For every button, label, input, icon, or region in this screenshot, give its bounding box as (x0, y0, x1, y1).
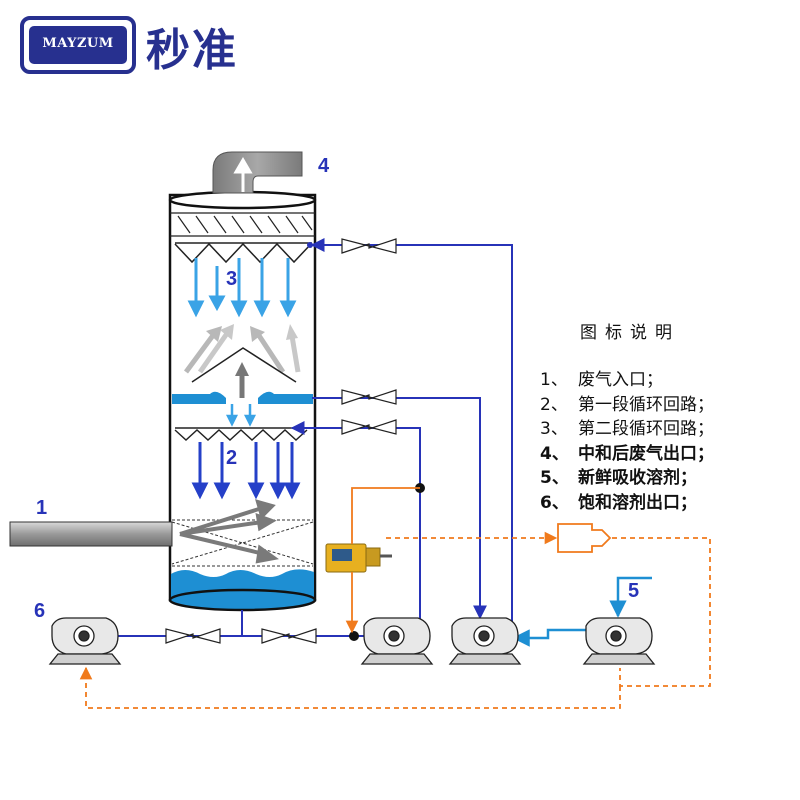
label-outlet: 4 (318, 155, 330, 177)
label-saturated: 6 (34, 600, 45, 622)
junction-pump-2 (349, 631, 359, 641)
brand-logo-text: MAYZUM (42, 36, 114, 51)
legend-item: 5、新鲜吸收溶剂； (540, 468, 697, 488)
liquid-down-upper (187, 258, 297, 318)
junction-upper (307, 242, 313, 248)
liquid-down-tray (225, 404, 257, 427)
valve-top (341, 238, 397, 254)
pump-5 (582, 617, 656, 665)
valve-lower-spray (341, 419, 397, 435)
fresh-solvent-line (512, 576, 652, 647)
spray-nozzles-upper (174, 242, 312, 264)
label-loop2: 3 (226, 268, 237, 290)
legend-item: 6、饱和溶剂出口； (540, 492, 697, 513)
ph-controller (325, 543, 392, 573)
legend-title: 图标说明 (580, 323, 680, 343)
brand-name: 秒准 (146, 25, 238, 76)
legend-item: 1、废气入口； (540, 370, 663, 390)
demister-top (170, 212, 315, 237)
tower-top-cap (168, 190, 317, 210)
outlet-arrow (233, 157, 253, 192)
legend-list: 1、废气入口； 2、第一段循环回路； 3、第二段循环回路； 4、中和后废气出口；… (540, 368, 714, 515)
brand-logo: MAYZUM (20, 16, 136, 74)
valve-drain-left (165, 628, 221, 644)
brand-logo-plate: MAYZUM (29, 26, 127, 64)
pumps (48, 617, 656, 665)
pump-3 (448, 617, 522, 665)
chimney (212, 151, 303, 194)
gas-up-middle (183, 324, 301, 398)
packing-lower (171, 519, 314, 567)
legend-item: 2、第一段循环回路； (540, 394, 714, 415)
chimney-tray (172, 391, 313, 404)
pump-6 (48, 617, 122, 665)
label-fresh: 5 (628, 580, 639, 602)
control-valve (557, 523, 612, 553)
valves (165, 238, 397, 644)
tower (168, 151, 317, 612)
valve-drain-right (261, 628, 317, 644)
inlet-pipe (9, 521, 173, 547)
spray-nozzles-lower (174, 429, 308, 441)
pump-2 (360, 617, 434, 665)
tower-bottom (168, 588, 317, 612)
label-inlet: 1 (36, 497, 47, 519)
valve-tray (341, 389, 397, 405)
control-lines-solid (345, 487, 420, 634)
legend-item: 3、第二段循环回路； (540, 419, 714, 439)
legend-item: 4、中和后废气出口； (540, 443, 714, 464)
label-loop1: 2 (226, 447, 237, 469)
gas-inlet-arrows (179, 499, 279, 564)
liquid-down-lower (191, 442, 301, 500)
control-lines-dashed (79, 531, 711, 709)
